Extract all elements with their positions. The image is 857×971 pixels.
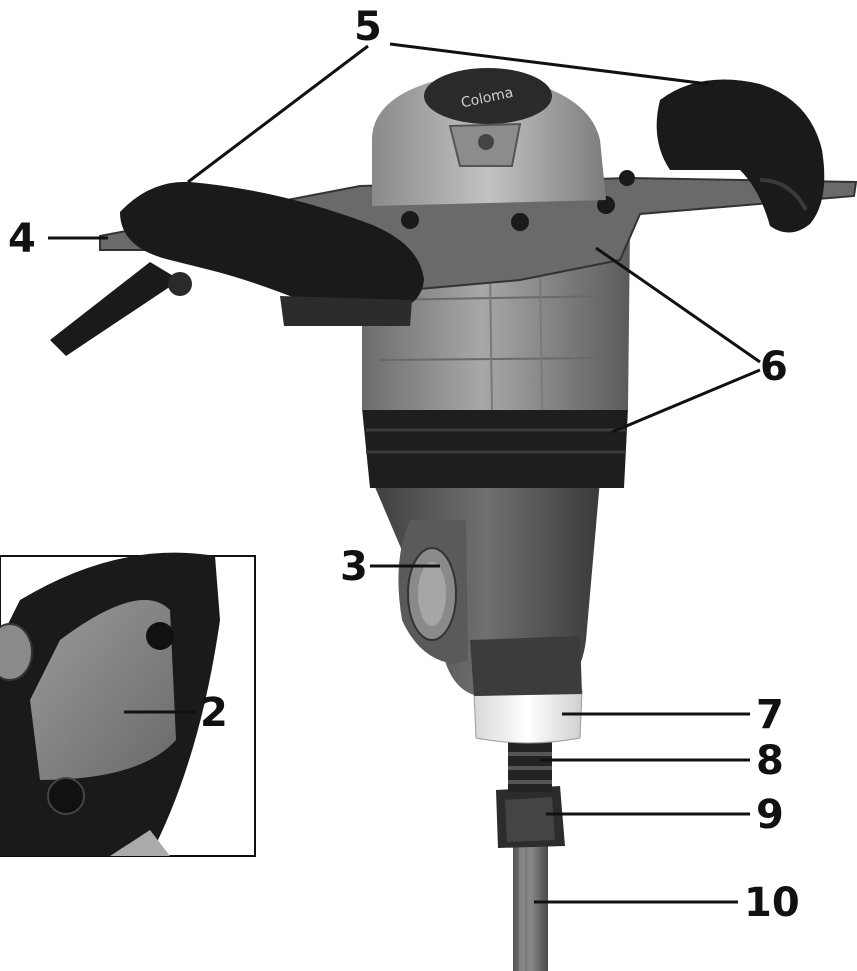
leader-6b <box>611 368 761 434</box>
mixing-paddle-shaft <box>513 846 548 971</box>
callout-9: 9 <box>756 792 784 838</box>
paddle-nut <box>496 786 565 848</box>
speed-selector <box>398 520 468 664</box>
callout-6: 6 <box>760 344 788 390</box>
callout-10: 10 <box>744 880 800 926</box>
leader-lines <box>48 42 761 904</box>
callout-labels: 5 4 6 3 2 7 8 9 10 <box>8 4 800 926</box>
callout-8: 8 <box>756 738 784 784</box>
motor-top-cap: Coloma <box>372 68 606 206</box>
leader-5b <box>389 42 709 86</box>
callout-4: 4 <box>8 216 36 262</box>
left-handle <box>50 181 424 356</box>
grip-band <box>362 408 628 488</box>
callout-2: 2 <box>200 690 228 736</box>
right-handle <box>656 79 825 233</box>
spindle <box>508 740 552 792</box>
switch-inset <box>0 552 256 857</box>
leader-6a <box>595 246 761 364</box>
callout-3: 3 <box>340 544 368 590</box>
callout-5: 5 <box>354 4 382 50</box>
leader-5a <box>187 44 369 184</box>
spindle-collar <box>473 689 583 744</box>
callout-7: 7 <box>756 692 784 738</box>
